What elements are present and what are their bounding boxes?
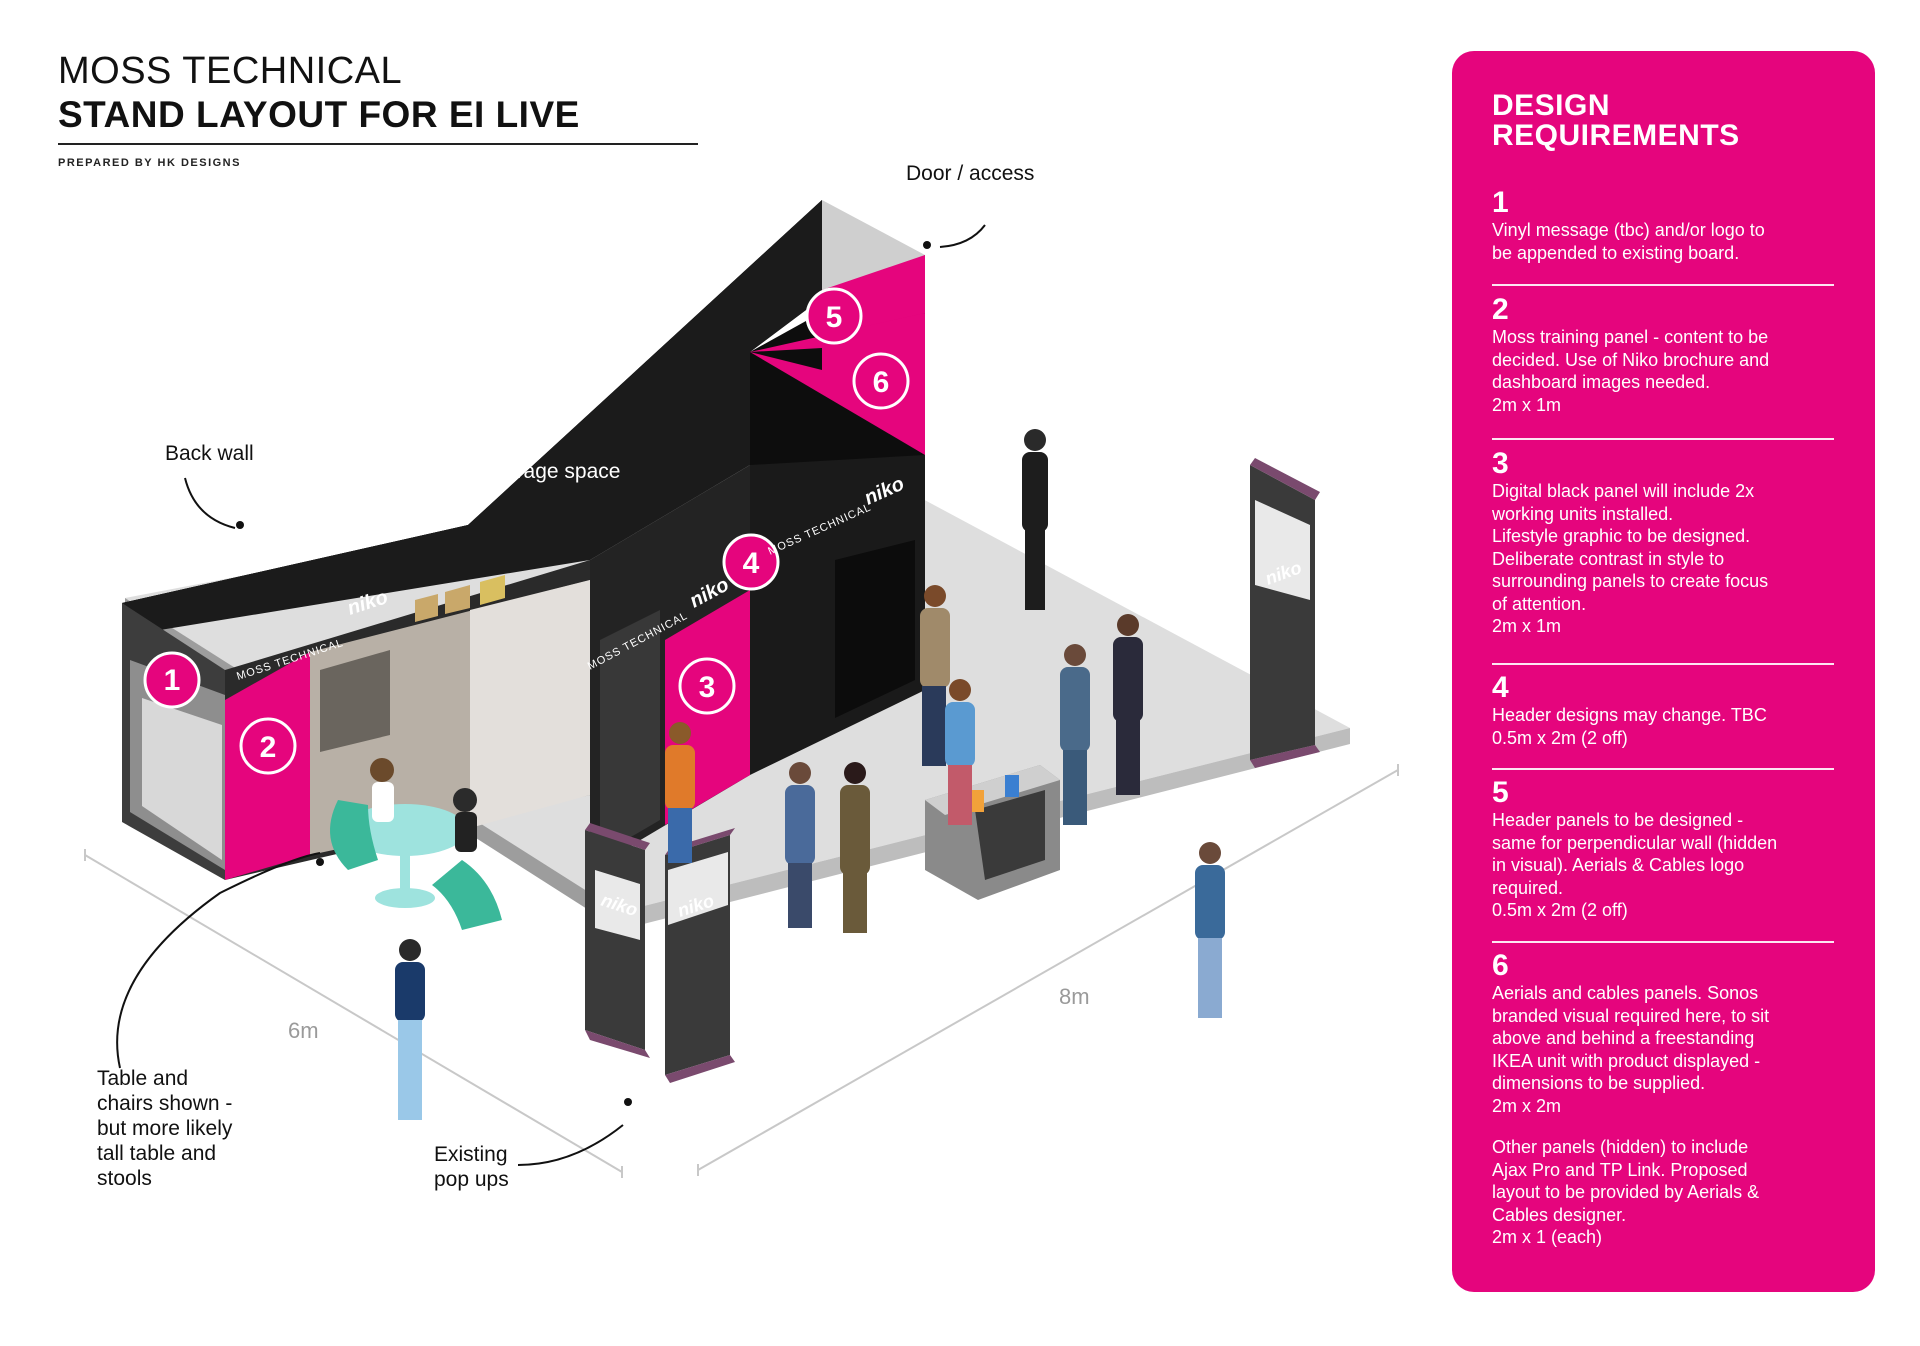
marker-5-label: 5	[826, 301, 843, 334]
label-door-access: Door / access	[906, 162, 1035, 185]
requirements-title: DESIGN REQUIREMENTS	[1492, 89, 1740, 152]
page-title: STAND LAYOUT FOR EI LIVE	[58, 94, 580, 135]
requirement-4: 4 Header designs may change. TBC 0.5m x …	[1492, 672, 1832, 749]
requirement-divider	[1492, 663, 1834, 665]
marker-6-label: 6	[873, 366, 890, 399]
leader-back-wall	[184, 477, 236, 529]
back-wall-top-surface	[122, 200, 822, 630]
requirement-number: 5	[1492, 776, 1509, 809]
requirement-text: Vinyl message (tbc) and/or logo to be ap…	[1492, 220, 1765, 263]
marker-1	[143, 651, 201, 709]
person-woman-folder	[840, 762, 870, 933]
design-requirements-panel: DESIGN REQUIREMENTS 1 Vinyl message (tbc…	[1452, 51, 1875, 1292]
marker-1-label: 1	[164, 664, 181, 697]
person-man-arms-crossed	[785, 762, 815, 928]
person-woman-visitor	[395, 939, 425, 1120]
person-man-visitor	[1195, 842, 1225, 1018]
requirement-number: 3	[1492, 447, 1509, 480]
popup-stand-3: niko	[1250, 458, 1320, 768]
person-man-presenting	[945, 679, 975, 825]
requirement-text: Header designs may change. TBC 0.5m x 2m…	[1492, 705, 1767, 748]
requirement-divider	[1492, 768, 1834, 770]
marker-2-label: 2	[260, 731, 277, 764]
person-woman-standing-back	[1022, 429, 1048, 610]
label-storage-space: Storage space	[485, 460, 621, 483]
requirement-number: 4	[1492, 671, 1509, 704]
requirement-2: 2 Moss training panel - content to be de…	[1492, 294, 1832, 416]
requirement-number: 2	[1492, 293, 1509, 326]
requirement-divider	[1492, 941, 1834, 943]
dimension-line-8m	[697, 769, 1399, 1171]
label-back-wall: Back wall	[165, 442, 254, 465]
leader-popups	[517, 1124, 624, 1166]
marker-4	[722, 533, 780, 591]
requirement-6: 6 Aerials and cables panels. Sonos brand…	[1492, 950, 1832, 1117]
requirement-3: 3 Digital black panel will include 2x wo…	[1492, 448, 1832, 638]
popup-stand-2: niko	[665, 828, 735, 1083]
marker-5	[805, 287, 863, 345]
requirement-note: Other panels (hidden) to include Ajax Pr…	[1492, 1137, 1760, 1247]
marker-4-label: 4	[743, 547, 760, 580]
requirement-divider	[1492, 284, 1834, 286]
requirement-text: Aerials and cables panels. Sonos branded…	[1492, 983, 1770, 1116]
requirement-text: Digital black panel will include 2x work…	[1492, 481, 1769, 636]
requirement-number: 1	[1492, 186, 1509, 219]
leader-door	[939, 224, 986, 248]
requirement-divider	[1492, 438, 1834, 440]
popup-stand-1: niko	[585, 823, 650, 1058]
stand-diagram: 1 2 3 4 5 6 MOSS TECHNICAL niko MOSS TEC…	[84, 200, 1399, 1178]
person-man-suit-2	[1113, 614, 1143, 795]
company-name: MOSS TECHNICAL	[58, 50, 403, 92]
person-man-suit-1	[1060, 644, 1090, 825]
marker-2	[239, 717, 297, 775]
dimension-line-6m	[84, 854, 623, 1173]
requirement-5: 5 Header panels to be designed - same fo…	[1492, 777, 1832, 922]
table-and-chairs	[330, 758, 502, 930]
marker-6	[852, 352, 910, 410]
prepared-by: PREPARED BY HK DESIGNS	[58, 157, 241, 169]
dimension-6m: 6m	[288, 1018, 319, 1043]
person-woman-orange	[665, 722, 695, 863]
requirement-1: 1 Vinyl message (tbc) and/or logo to be …	[1492, 187, 1832, 264]
requirement-text: Header panels to be designed - same for …	[1492, 810, 1778, 920]
label-existing-popups: Existing pop ups	[434, 1143, 509, 1191]
requirement-text: Moss training panel - content to be deci…	[1492, 327, 1770, 415]
title-divider	[58, 143, 698, 145]
marker-3-label: 3	[699, 671, 716, 704]
leader-table	[116, 852, 321, 1069]
person-man-phone	[920, 585, 950, 766]
label-table-chairs: Table and chairs shown - but more likely…	[97, 1067, 233, 1190]
panel-6	[750, 313, 925, 455]
marker-3	[678, 657, 736, 715]
dimension-8m: 8m	[1059, 984, 1090, 1009]
requirement-number: 6	[1492, 949, 1509, 982]
